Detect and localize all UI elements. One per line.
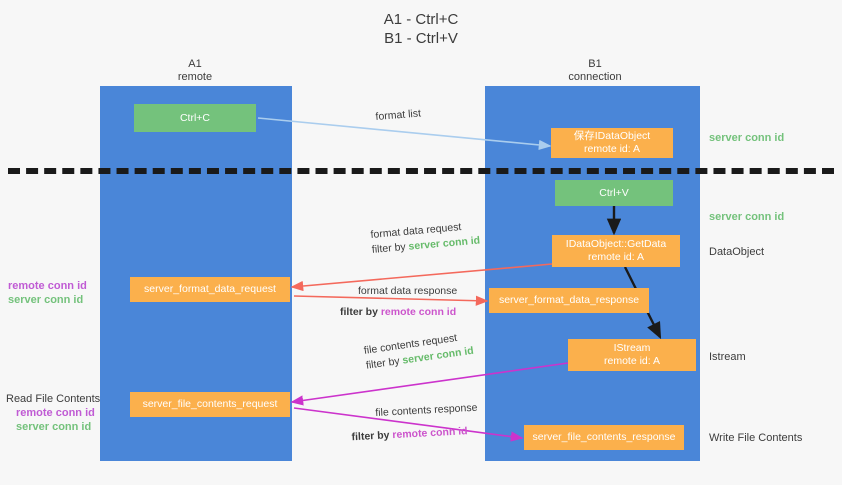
edge-label-fcresp-emphasis: remote conn id xyxy=(392,425,468,442)
edge-label-format-data-response-line2: filter by remote conn id xyxy=(340,305,457,320)
edge-label-file-contents-request: file contents request filter by server c… xyxy=(363,329,475,374)
edge-label-file-contents-response-line1: file contents response xyxy=(375,401,478,419)
node-save-idataobject-line2: remote id: A xyxy=(583,143,641,155)
right-annotation-istream: Istream xyxy=(709,351,746,363)
phase-divider xyxy=(8,168,834,174)
node-getdata-line2: remote id: A xyxy=(587,251,645,263)
node-server-file-contents-response-label: server_file_contents_response xyxy=(532,431,676,443)
node-server-format-data-request-label: server_format_data_request xyxy=(144,283,276,295)
right-annotation-server-conn-id-2: server conn id xyxy=(709,211,785,223)
right-annotation-dataobject: DataObject xyxy=(709,246,765,258)
edge-label-format-list: format list xyxy=(375,106,422,125)
left-annotation-remote-conn-id-2: remote conn id xyxy=(16,407,95,419)
node-istream-line1: IStream xyxy=(613,342,651,354)
node-ctrl-v-label: Ctrl+V xyxy=(599,186,629,199)
right-annotation-server-conn-id-1: server conn id xyxy=(709,132,785,144)
column-b1-name: B1 xyxy=(588,58,602,70)
node-server-format-data-response-label: server_format_data_response xyxy=(498,294,640,306)
edge-label-fdreq-prefix: filter by xyxy=(371,240,410,256)
edge-label-fdresp-emphasis: remote conn id xyxy=(380,306,457,318)
diagram-title: A1 - Ctrl+C B1 - Ctrl+V xyxy=(0,10,842,48)
edge-label-format-data-request: format data request filter by server con… xyxy=(370,219,481,258)
left-annotation-group-2: Read File Contents remote conn id server… xyxy=(6,392,101,434)
edge-label-format-data-response-line1: format data response xyxy=(358,285,458,297)
node-server-format-data-request[interactable]: server_format_data_request xyxy=(130,277,290,302)
edge-label-format-data-response: format data response filter by remote co… xyxy=(340,284,458,320)
node-server-file-contents-request-label: server_file_contents_request xyxy=(142,398,278,410)
edge-label-format-list-text: format list xyxy=(375,107,422,123)
left-annotation-group-1: remote conn id server conn id xyxy=(8,279,87,307)
left-annotation-server-conn-id-2: server conn id xyxy=(16,421,92,433)
node-save-idataobject-line1: 保存IDataObject xyxy=(573,130,651,142)
node-istream[interactable]: IStream remote id: A xyxy=(568,339,696,371)
edge-label-fdresp-prefix: filter by xyxy=(340,306,381,318)
node-ctrl-c-label: Ctrl+C xyxy=(179,111,211,124)
edge-label-file-contents-response-line2: filter by remote conn id xyxy=(351,424,479,446)
left-annotation-server-conn-id-1: server conn id xyxy=(8,294,84,306)
right-annotation-write-file-contents: Write File Contents xyxy=(709,432,803,444)
node-idataobject-getdata[interactable]: IDataObject::GetData remote id: A xyxy=(552,235,680,267)
column-header-a1: A1 remote xyxy=(120,58,270,84)
edge-label-file-contents-response: file contents response filter by remote … xyxy=(351,401,479,444)
node-ctrl-c[interactable]: Ctrl+C xyxy=(134,104,256,132)
edge-label-fcreq-prefix: filter by xyxy=(365,354,404,372)
left-annotation-read-file-contents: Read File Contents xyxy=(6,393,101,405)
column-a1-role: remote xyxy=(177,71,213,83)
node-save-idataobject[interactable]: 保存IDataObject remote id: A xyxy=(551,128,673,158)
node-server-format-data-response[interactable]: server_format_data_response xyxy=(489,288,649,313)
column-header-b1: B1 connection xyxy=(520,58,670,84)
node-server-file-contents-request[interactable]: server_file_contents_request xyxy=(130,392,290,417)
left-annotation-remote-conn-id-1: remote conn id xyxy=(8,280,87,292)
column-a1-name: A1 xyxy=(188,58,202,70)
column-b1-role: connection xyxy=(568,71,622,83)
edge-label-fcresp-prefix: filter by xyxy=(351,429,393,444)
node-getdata-line1: IDataObject::GetData xyxy=(565,238,667,250)
title-line-1: A1 - Ctrl+C xyxy=(383,11,459,28)
node-ctrl-v[interactable]: Ctrl+V xyxy=(555,180,673,206)
node-istream-line2: remote id: A xyxy=(603,355,661,367)
node-server-file-contents-response[interactable]: server_file_contents_response xyxy=(524,425,684,450)
title-line-2: B1 - Ctrl+V xyxy=(384,30,458,47)
